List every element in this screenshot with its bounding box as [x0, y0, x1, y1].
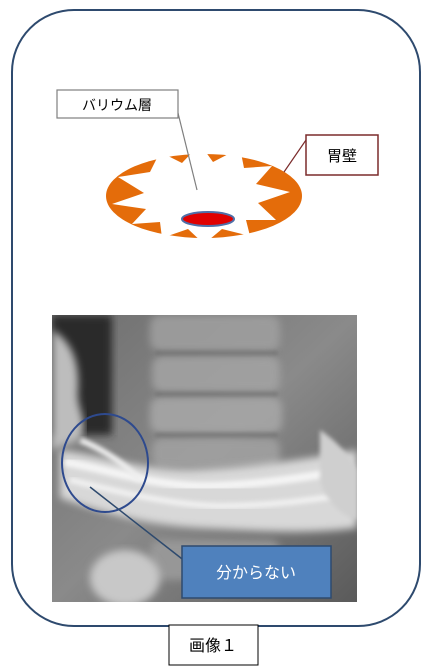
lesion-marker [182, 212, 234, 226]
stomach-wall-leader [284, 140, 306, 172]
stomach-wall-label: 胃壁 [327, 147, 357, 165]
barium-layer-label: バリウム層 [82, 98, 152, 114]
unknown-label: 分からない [216, 563, 296, 582]
caption-label: 画像１ [189, 636, 237, 655]
